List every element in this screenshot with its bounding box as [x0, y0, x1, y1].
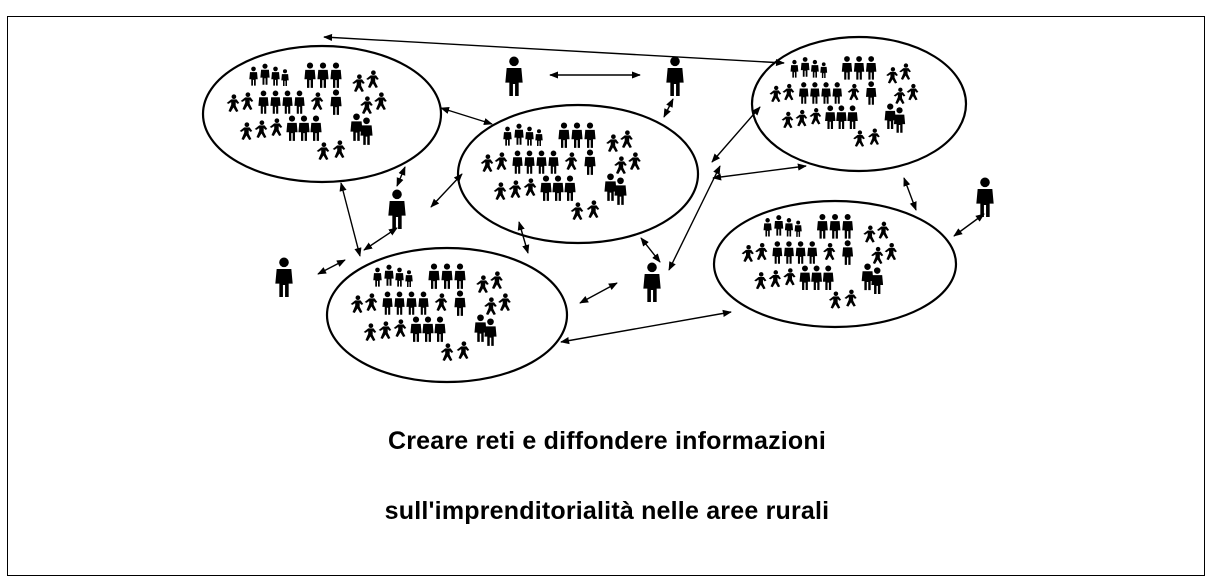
double-arrow-icon	[430, 173, 463, 208]
connections	[317, 33, 985, 345]
caption-line-2: sull'imprenditorialità nelle aree rurali	[384, 497, 830, 525]
double-arrow-icon	[711, 106, 761, 163]
group-top-right	[750, 35, 968, 173]
double-arrow-icon	[339, 182, 362, 257]
person-icon	[388, 189, 406, 229]
double-arrow-icon	[903, 177, 917, 211]
group-center	[456, 103, 700, 245]
group-bottom-right	[712, 199, 958, 329]
double-arrow-icon	[363, 227, 398, 251]
group-top-left	[201, 44, 443, 184]
double-arrow-icon	[396, 166, 406, 187]
person-icon	[976, 177, 994, 217]
double-arrow-icon	[440, 106, 493, 126]
person-icon	[505, 56, 523, 96]
double-arrow-icon	[517, 221, 530, 254]
double-arrow-icon	[640, 237, 661, 263]
double-arrow-icon	[953, 213, 985, 237]
group-bottom-left	[325, 246, 569, 384]
network-diagram	[201, 33, 994, 384]
double-arrow-icon	[579, 282, 618, 304]
double-arrow-icon	[668, 165, 721, 271]
double-arrow-icon	[663, 98, 674, 118]
person-icon	[666, 56, 684, 96]
double-arrow-icon	[560, 309, 732, 345]
person-icon	[275, 257, 293, 297]
person-icon	[643, 262, 661, 302]
double-arrow-icon	[323, 33, 785, 67]
caption-line-1: Creare reti e diffondere informazioni	[387, 427, 827, 455]
double-arrow-icon	[317, 259, 346, 275]
double-arrow-icon	[712, 163, 807, 181]
